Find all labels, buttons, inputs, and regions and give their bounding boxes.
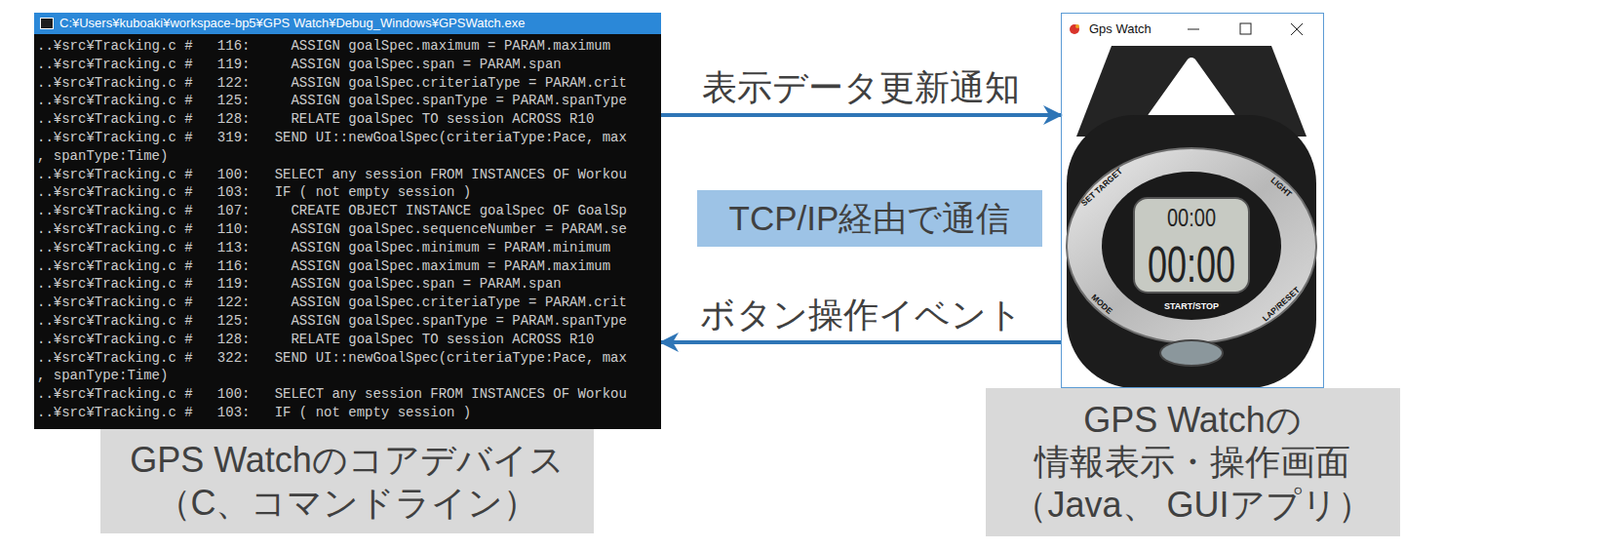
console-line: ..¥src¥Tracking.c # 125: ASSIGN goalSpec…: [37, 312, 627, 331]
watch-inner-ring: [1101, 171, 1282, 320]
console-line: ..¥src¥Tracking.c # 128: RELATE goalSpec…: [37, 110, 594, 129]
console-icon-frame: [40, 18, 54, 30]
console-line: ..¥src¥Tracking.c # 100: SELECT any sess…: [37, 385, 627, 404]
watch-button: [1160, 340, 1223, 366]
data-flow-arrow: [661, 113, 1061, 118]
console-output: ..¥src¥Tracking.c # 116: ASSIGN goalSpec…: [34, 34, 662, 423]
caption-text: GPS Watchのコアデバイス （C、コマンドライン）: [128, 438, 566, 523]
protocol-box: TCP/IP経由で通信: [697, 190, 1043, 247]
console-line: , spanType:Time): [37, 147, 168, 166]
caption-box: GPS Watchの 情報表示・操作画面 （Java、 GUIアプリ）: [985, 388, 1401, 537]
watch-case: [1066, 115, 1317, 389]
app-icon: [1069, 24, 1080, 35]
window-title-bar: [1060, 12, 1325, 45]
maximize-icon: [1240, 23, 1251, 35]
caption-text: GPS Watchの 情報表示・操作画面 （Java、 GUIアプリ）: [1011, 398, 1374, 526]
console-line: ..¥src¥Tracking.c # 122: ASSIGN goalSpec…: [37, 293, 627, 313]
button-label: LIGHT: [1269, 175, 1294, 198]
button-label: LAP/RESET: [1260, 285, 1301, 323]
console-title-bar: C:¥Users¥kuboaki¥workspace-bp5¥GPS Watch…: [34, 12, 662, 35]
edge-label: ボタン操作イベント: [696, 294, 1027, 335]
console-line: ..¥src¥Tracking.c # 100: SELECT any sess…: [37, 165, 627, 185]
app-icon-dot: [1075, 24, 1080, 29]
button-label: START/STOP: [1164, 302, 1219, 312]
strap-hole: [1152, 62, 1231, 118]
console-line: ..¥src¥Tracking.c # 119: ASSIGN goalSpec…: [37, 274, 562, 294]
console-line: ..¥src¥Tracking.c # 107: CREATE OBJECT I…: [37, 201, 627, 221]
console-line: ..¥src¥Tracking.c # 125: ASSIGN goalSpec…: [37, 91, 627, 111]
caption-box: GPS Watchのコアデバイス （C、コマンドライン）: [100, 429, 594, 534]
window-title: C:¥Users¥kuboaki¥workspace-bp5¥GPS Watch…: [59, 12, 525, 35]
console-line: ..¥src¥Tracking.c # 103: IF ( not empty …: [37, 403, 471, 423]
minimize-icon: [1187, 29, 1200, 31]
gui-window: Gps Watch: [1060, 12, 1325, 389]
console-line: ..¥src¥Tracking.c # 119: ASSIGN goalSpec…: [37, 55, 562, 75]
console-window: C:¥Users¥kuboaki¥workspace-bp5¥GPS Watch…: [34, 12, 662, 430]
window-title: Gps Watch: [1089, 13, 1152, 45]
console-line: ..¥src¥Tracking.c # 116: ASSIGN goalSpec…: [37, 37, 611, 56]
lcd-screen: [1133, 197, 1249, 293]
edge-label: 表示データ更新通知: [698, 67, 1024, 108]
console-line: ..¥src¥Tracking.c # 322: SEND UI::newGoa…: [37, 349, 627, 368]
console-line: ..¥src¥Tracking.c # 103: IF ( not empty …: [37, 183, 471, 202]
button-label: MODE: [1090, 292, 1115, 315]
console-line: ..¥src¥Tracking.c # 128: RELATE goalSpec…: [37, 330, 594, 350]
console-icon: [39, 17, 54, 30]
watch-bezel: [1066, 148, 1317, 344]
close-icon: [1290, 23, 1303, 36]
console-line: ..¥src¥Tracking.c # 122: ASSIGN goalSpec…: [37, 74, 627, 93]
console-line: , spanType:Time): [37, 366, 168, 386]
box-text: TCP/IP経由で通信: [729, 198, 1012, 238]
console-line: ..¥src¥Tracking.c # 319: SEND UI::newGoa…: [37, 128, 627, 148]
console-line: ..¥src¥Tracking.c # 110: ASSIGN goalSpec…: [37, 220, 627, 239]
console-line: ..¥src¥Tracking.c # 113: ASSIGN goalSpec…: [37, 238, 611, 258]
button-label: SET TARGET: [1079, 166, 1124, 208]
data-flow-arrow: [661, 340, 1061, 345]
lcd-digits: 00:00: [1167, 204, 1216, 231]
lcd-digits: 00:00: [1147, 239, 1236, 291]
console-line: ..¥src¥Tracking.c # 116: ASSIGN goalSpec…: [37, 257, 611, 276]
